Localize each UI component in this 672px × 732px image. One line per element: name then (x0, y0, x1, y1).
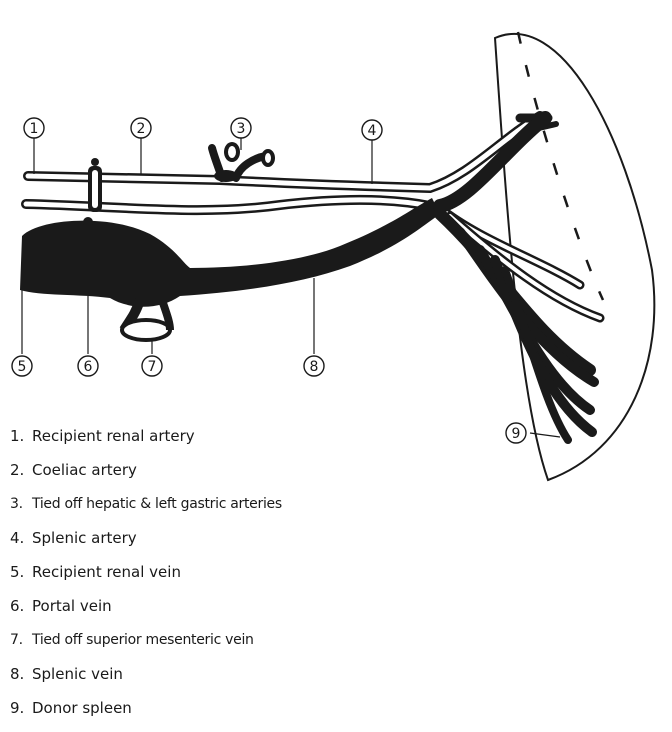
callout-1: 1 (24, 118, 44, 138)
svg-text:3: 3 (237, 121, 246, 137)
legend-label: Donor spleen (32, 699, 132, 717)
legend-label: Coeliac artery (32, 461, 137, 479)
legend-label: Tied off hepatic & left gastric arteries (32, 496, 282, 512)
callout-6: 6 (78, 356, 98, 376)
callout-4: 4 (362, 120, 382, 140)
callout-8: 8 (304, 356, 324, 376)
legend-label: Recipient renal artery (32, 427, 195, 445)
legend-label: Recipient renal vein (32, 563, 181, 581)
legend-item: 5.Recipient renal vein (10, 562, 282, 596)
svg-text:7: 7 (148, 359, 157, 375)
legend-item: 1.Recipient renal artery (10, 426, 282, 460)
svg-text:9: 9 (512, 426, 521, 442)
legend-item: 9.Donor spleen (10, 698, 282, 732)
svg-text:2: 2 (137, 121, 146, 137)
legend-number: 6. (10, 596, 32, 616)
legend-item: 8.Splenic vein (10, 664, 282, 698)
legend-label: Splenic vein (32, 665, 123, 683)
legend-number: 7. (10, 630, 32, 650)
svg-text:5: 5 (18, 359, 27, 375)
legend-number: 9. (10, 698, 32, 718)
legend-item: 2.Coeliac artery (10, 460, 282, 494)
callout-5: 5 (12, 356, 32, 376)
legend-item: 7.Tied off superior mesenteric vein (10, 630, 282, 664)
svg-text:4: 4 (368, 123, 377, 139)
callout-2: 2 (131, 118, 151, 138)
legend: 1.Recipient renal artery 2.Coeliac arter… (10, 426, 282, 732)
legend-number: 5. (10, 562, 32, 582)
legend-number: 3. (10, 494, 32, 514)
callout-3: 3 (231, 118, 251, 138)
legend-item: 4.Splenic artery (10, 528, 282, 562)
legend-number: 4. (10, 528, 32, 548)
legend-number: 1. (10, 426, 32, 446)
svg-text:8: 8 (310, 359, 319, 375)
svg-text:1: 1 (30, 121, 39, 137)
legend-number: 2. (10, 460, 32, 480)
callout-9: 9 (506, 423, 526, 443)
legend-label: Tied off superior mesenteric vein (32, 632, 254, 648)
veins (20, 118, 594, 440)
legend-label: Portal vein (32, 597, 112, 615)
legend-item: 6.Portal vein (10, 596, 282, 630)
legend-item: 3.Tied off hepatic & left gastric arteri… (10, 494, 282, 528)
tied-off-arteries (212, 142, 275, 182)
legend-number: 8. (10, 664, 32, 684)
legend-label: Splenic artery (32, 529, 137, 547)
callout-7: 7 (142, 356, 162, 376)
svg-text:6: 6 (84, 359, 93, 375)
